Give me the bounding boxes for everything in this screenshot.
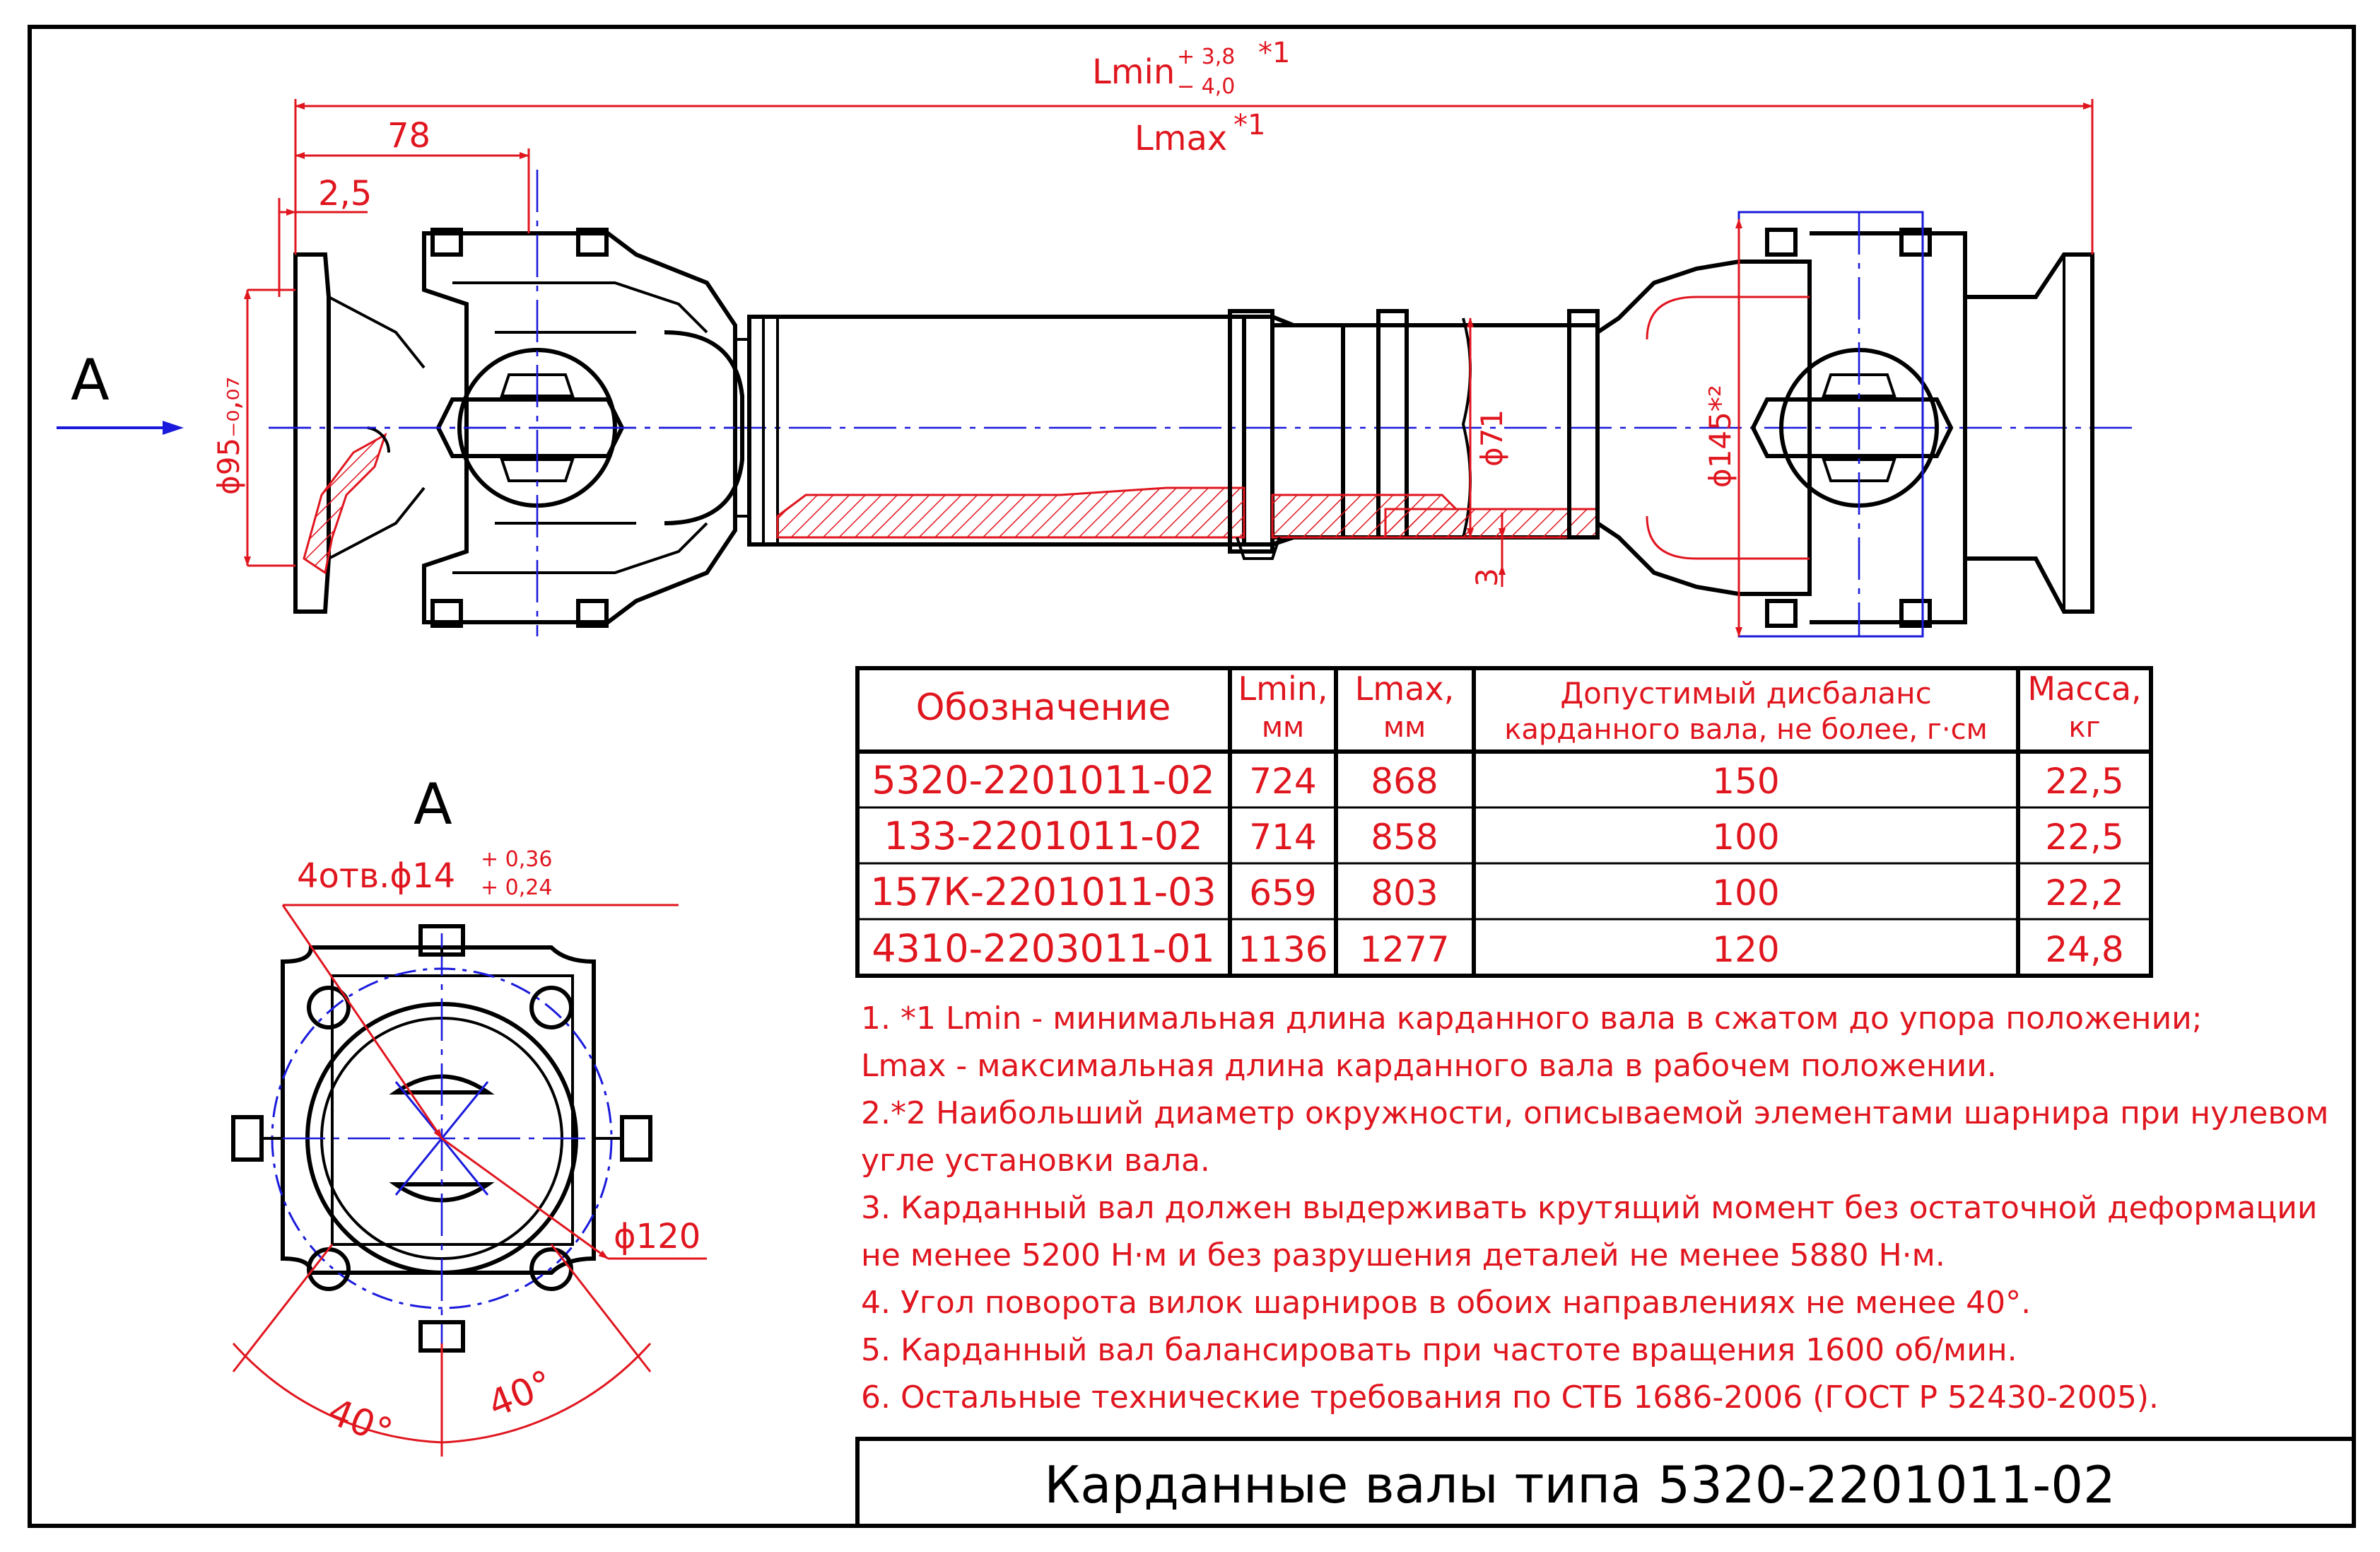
note-line: 3. Карданный вал должен выдерживать крут… xyxy=(861,1190,2317,1226)
cell-designation: 5320-2201011-02 xyxy=(872,758,1215,803)
cell-designation: 157К-2201011-03 xyxy=(870,870,1217,914)
table-row: 157К-2201011-03 659 803 100 22,2 xyxy=(870,870,2123,914)
cell-lmax: 803 xyxy=(1371,873,1438,914)
cell-imbalance: 100 xyxy=(1712,873,1779,914)
table-rows: 5320-2201011-02 724 868 150 22,5 133-220… xyxy=(870,758,2123,971)
drawing-title: Карданные валы типа 5320-2201011-02 xyxy=(1044,1455,2116,1515)
header-mass: Масса, xyxy=(2027,670,2141,708)
header-lmax: Lmax, xyxy=(1355,670,1454,708)
technical-notes: 1. *1 Lmin - минимальная длина карданног… xyxy=(861,1000,2328,1416)
cell-lmin: 659 xyxy=(1249,873,1316,914)
cell-designation: 4310-2203011-01 xyxy=(872,926,1215,971)
header-designation: Обозначение xyxy=(916,687,1171,729)
note-line: 5. Карданный вал балансировать при часто… xyxy=(861,1332,2017,1368)
dim-2-5: 2,5 xyxy=(318,174,372,214)
lmin-note: *1 xyxy=(1258,37,1290,69)
angle-left: 40° xyxy=(322,1390,398,1454)
lmax-label: Lmax xyxy=(1135,119,1227,158)
cell-lmin: 724 xyxy=(1249,761,1316,802)
header-imbalance-2: карданного вала, не более, г·см xyxy=(1504,713,1988,746)
cell-lmax: 868 xyxy=(1371,761,1438,802)
dim-3: 3 xyxy=(1470,568,1504,587)
cell-mass: 22,2 xyxy=(2045,873,2123,914)
dim-71: ϕ71 xyxy=(1475,409,1509,467)
dim-95: ϕ95₋₀,₀₇ xyxy=(211,377,246,495)
note-line: угле установки вала. xyxy=(861,1143,1210,1179)
cell-lmax: 1277 xyxy=(1359,929,1449,970)
table-headers: Обозначение Lmin, мм Lmax, мм Допустимый… xyxy=(916,670,2142,746)
cell-mass: 22,5 xyxy=(2045,817,2123,858)
lmin-label: Lmin xyxy=(1092,52,1175,92)
cell-imbalance: 150 xyxy=(1712,761,1779,802)
dim-145: ϕ145*² xyxy=(1703,385,1737,488)
view-arrow-label: A xyxy=(71,347,110,413)
cell-imbalance: 100 xyxy=(1712,817,1779,858)
cell-lmin: 1136 xyxy=(1238,929,1327,970)
holes-label: 4отв.ϕ14 xyxy=(297,856,455,896)
table-row: 133-2201011-02 714 858 100 22,5 xyxy=(884,814,2123,858)
holes-minus: + 0,24 xyxy=(481,875,552,900)
cell-designation: 133-2201011-02 xyxy=(884,814,1202,858)
note-line: 4. Угол поворота вилок шарниров в обоих … xyxy=(861,1285,2031,1321)
note-line: 2.*2 Наибольший диаметр окружности, опис… xyxy=(861,1095,2328,1131)
cell-mass: 24,8 xyxy=(2045,929,2123,970)
header-lmin: Lmin, xyxy=(1238,670,1328,708)
view-a-label: A xyxy=(414,771,452,837)
view-a: A xyxy=(231,771,652,1353)
table-row: 4310-2203011-01 1136 1277 120 24,8 xyxy=(872,926,2123,971)
header-mass-unit: кг xyxy=(2068,711,2100,744)
lmax-note: *1 xyxy=(1233,109,1265,141)
cell-imbalance: 120 xyxy=(1712,929,1779,970)
note-line: 6. Остальные технические требования по С… xyxy=(861,1379,2159,1416)
title-block: Карданные валы типа 5320-2201011-02 xyxy=(855,1437,2356,1528)
main-dimension-text: Lmin + 3,8 − 4,0 *1 Lmax *1 78 2,5 ϕ95₋₀… xyxy=(71,37,1737,587)
angle-right: 40° xyxy=(482,1363,558,1426)
cell-lmin: 714 xyxy=(1249,817,1316,858)
note-line: Lmax - максимальная длина карданного вал… xyxy=(861,1048,1997,1084)
header-lmin-unit: мм xyxy=(1262,711,1304,744)
lmin-tol-minus: − 4,0 xyxy=(1177,74,1235,99)
lmin-tol-plus: + 3,8 xyxy=(1177,45,1235,69)
cell-lmax: 858 xyxy=(1371,817,1438,858)
dim-78: 78 xyxy=(387,116,430,156)
cell-mass: 22,5 xyxy=(2045,761,2123,802)
note-line: не менее 5200 Н·м и без разрушения детал… xyxy=(861,1237,1945,1273)
shaft-side-view xyxy=(269,170,2135,638)
view-a-dimensions: 4отв.ϕ14 + 0,36 + 0,24 ϕ120 40° 40° xyxy=(232,847,707,1457)
main-dimensions xyxy=(57,99,2094,637)
spec-table xyxy=(855,666,2153,978)
table-row: 5320-2201011-02 724 868 150 22,5 xyxy=(872,758,2123,803)
holes-plus: + 0,36 xyxy=(481,847,552,872)
header-imbalance: Допустимый дисбаланс xyxy=(1560,676,1931,711)
header-lmax-unit: мм xyxy=(1383,711,1426,744)
note-line: 1. *1 Lmin - минимальная длина карданног… xyxy=(861,1000,2203,1037)
dim-120: ϕ120 xyxy=(614,1217,700,1256)
